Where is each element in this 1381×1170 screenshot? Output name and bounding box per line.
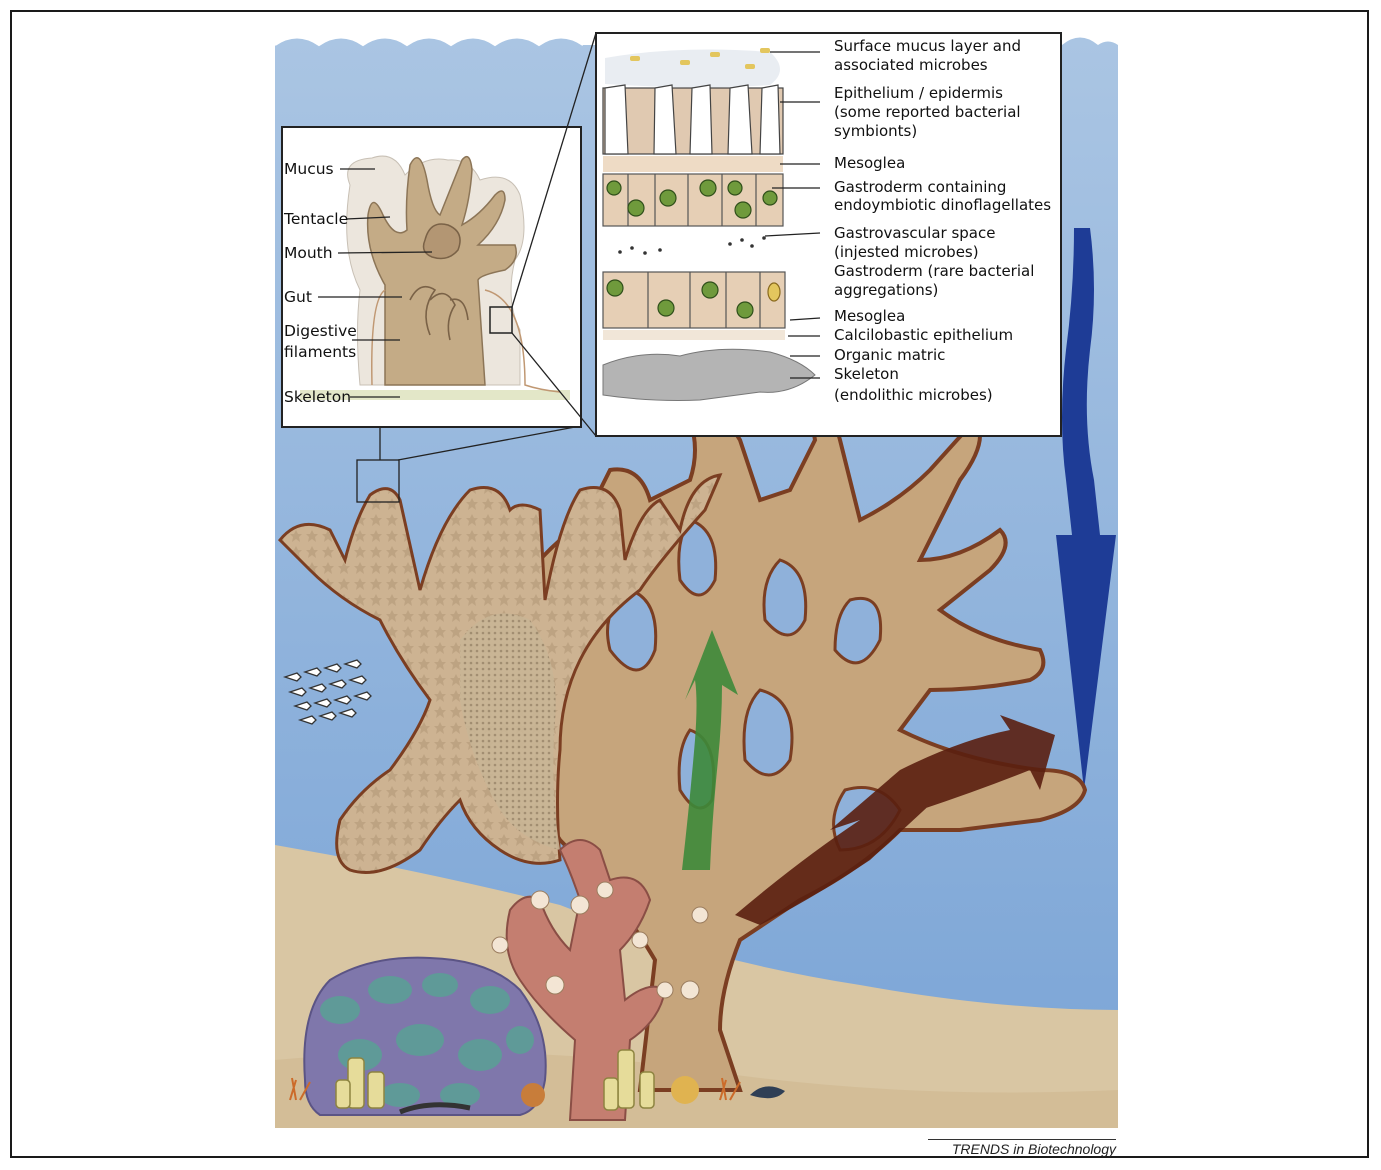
label-digestive: Digestive — [284, 322, 357, 341]
label-dinoflagellates: endoymbiotic dinoflagellates — [834, 196, 1051, 215]
gastroderm-lower — [603, 272, 785, 328]
gastroderm-upper — [603, 174, 783, 226]
label-organic-matric: Organic matric — [834, 346, 945, 365]
label-mucus: Mucus — [284, 160, 334, 179]
label-associated-microbes: associated microbes — [834, 56, 988, 75]
label-aggregations: aggregations) — [834, 281, 938, 300]
label-calcilobastic: Calcilobastic epithelium — [834, 326, 1013, 345]
label-surface-mucus: Surface mucus layer and — [834, 37, 1021, 56]
label-filaments: filaments — [284, 343, 356, 362]
mesoglea-band-lower — [603, 330, 785, 340]
label-mesoglea-1: Mesoglea — [834, 154, 905, 173]
label-symbionts: symbionts) — [834, 122, 917, 141]
mesoglea-band-upper — [603, 156, 783, 172]
label-gastroderm-2: Gastroderm (rare bacterial — [834, 262, 1034, 281]
label-injested: (injested microbes) — [834, 243, 979, 262]
label-epithelium: Epithelium / epidermis — [834, 84, 1003, 103]
label-bacterial: (some reported bacterial — [834, 103, 1021, 122]
label-endolithic: (endolithic microbes) — [834, 386, 993, 405]
label-gastrovascular: Gastrovascular space — [834, 224, 995, 243]
label-skeleton-2: Skeleton — [834, 365, 899, 384]
label-gastroderm-1: Gastroderm containing — [834, 178, 1006, 197]
label-mesoglea-2: Mesoglea — [834, 307, 905, 326]
label-mouth: Mouth — [284, 244, 333, 263]
source-credit: TRENDS in Biotechnology — [928, 1139, 1116, 1157]
label-tentacle: Tentacle — [284, 210, 348, 229]
epidermis-cells — [603, 85, 783, 154]
label-skeleton: Skeleton — [284, 388, 351, 407]
label-gut: Gut — [284, 288, 312, 307]
